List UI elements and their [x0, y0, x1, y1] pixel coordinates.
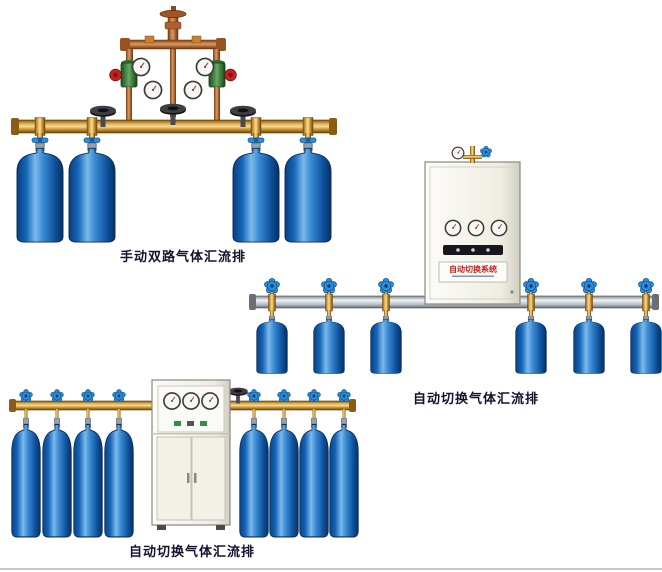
- gas-cylinder: [370, 316, 402, 374]
- gas-cylinder: [239, 418, 269, 538]
- cylinder-handwheel: [581, 277, 597, 294]
- cabinet-gauge: [201, 392, 219, 410]
- cabinet-foot: [216, 525, 225, 530]
- gas-cylinder: [630, 316, 662, 374]
- cylinder-handwheel: [523, 277, 539, 294]
- gas-cylinder-unit: [630, 277, 662, 374]
- cabinet-gauge: [467, 219, 485, 237]
- gas-cylinder: [68, 143, 116, 243]
- pressure-gauge: [451, 146, 465, 160]
- gas-cylinder-unit: [73, 389, 103, 538]
- panel-button: [200, 421, 207, 426]
- caption-auto-switch-wall: 自动切换气体汇流排: [412, 392, 539, 407]
- gas-cylinder: [329, 418, 359, 538]
- manual-dual-manifold-figure: [11, 6, 337, 243]
- pressure-regulator-left: [109, 60, 138, 122]
- indicator-light: [486, 248, 490, 252]
- cylinder-handwheel: [321, 277, 337, 294]
- cylinder-handwheel: [638, 277, 654, 294]
- door-handle: [187, 473, 190, 483]
- inlet-riser-pipe: [159, 6, 187, 117]
- auto-switch-floor-figure: [9, 379, 359, 538]
- panel-button: [187, 421, 194, 426]
- gas-cylinder-unit: [68, 133, 116, 243]
- gas-cylinder-unit: [370, 277, 402, 374]
- gas-cylinder-unit: [239, 389, 269, 538]
- caption-manual-dual-manifold: 手动双路气体汇流排: [119, 250, 246, 265]
- gas-cylinder: [573, 316, 605, 374]
- cabinet-gauge: [444, 219, 462, 237]
- cylinder-handwheel: [264, 277, 280, 294]
- indicator-light: [456, 248, 460, 252]
- gas-cylinder: [313, 316, 345, 374]
- gas-cylinder-unit: [329, 389, 359, 538]
- gas-cylinder: [515, 316, 547, 374]
- control-cabinet: [151, 379, 231, 530]
- cylinder-handwheel: [307, 389, 321, 403]
- gas-cylinder-unit: [11, 389, 41, 538]
- pressure-gauge: [131, 57, 151, 77]
- gas-cylinder: [299, 418, 329, 538]
- caption-auto-switch-floor: 自动切换气体汇流排: [128, 545, 255, 560]
- manifold-pipe-right: [227, 399, 356, 412]
- cylinder-handwheel: [378, 277, 394, 294]
- cylinder-handwheel: [112, 389, 126, 403]
- header-pipe: [120, 35, 226, 64]
- control-cabinet: 自动切换系统: [424, 161, 521, 305]
- gas-cylinder-unit: [573, 277, 605, 374]
- gas-cylinder-unit: [16, 133, 64, 243]
- cylinder-handwheel: [50, 389, 64, 403]
- gas-cylinder-unit: [284, 133, 332, 243]
- cabinet-label-plate: [438, 261, 508, 283]
- gas-cylinder-unit: [515, 277, 547, 374]
- gas-cylinder: [73, 418, 103, 538]
- cabinet-door-right: [191, 436, 226, 521]
- door-handle: [194, 473, 197, 483]
- cabinet-label-text: 自动切换系统: [449, 264, 497, 274]
- bottom-divider-line: [0, 568, 662, 570]
- cabinet-foot: [157, 525, 166, 530]
- inlet-flange: [159, 10, 187, 18]
- valve-handwheel: [480, 146, 492, 158]
- gas-cylinder-unit: [104, 389, 134, 538]
- pressure-gauge: [183, 80, 203, 100]
- door-lock: [510, 290, 514, 294]
- gas-cylinder: [16, 143, 64, 243]
- gas-cylinder-unit: [269, 389, 299, 538]
- gas-cylinder: [104, 418, 134, 538]
- gas-cylinder: [42, 418, 72, 538]
- panel-button: [174, 421, 181, 426]
- pressure-gauge: [195, 57, 215, 77]
- cylinder-handwheel: [81, 389, 95, 403]
- gas-cylinder-unit: [232, 133, 280, 243]
- main-manifold-pipe: [11, 117, 337, 136]
- cabinet-top-pipe: [451, 146, 492, 163]
- gas-cylinder: [269, 418, 299, 538]
- cabinet-gauge: [490, 219, 508, 237]
- auto-switch-wall-figure: 自动切换系统: [249, 146, 662, 374]
- gas-cylinder: [11, 418, 41, 538]
- cylinder-handwheel: [19, 389, 33, 403]
- indicator-light: [471, 248, 475, 252]
- pressure-gauge: [143, 80, 163, 100]
- cylinder-handwheel: [277, 389, 291, 403]
- gas-cylinder: [256, 316, 288, 374]
- cabinet-gauge: [182, 392, 200, 410]
- cabinet-gauge: [163, 392, 181, 410]
- cylinder-handwheel: [247, 389, 261, 403]
- gas-cylinder-unit: [299, 389, 329, 538]
- gas-cylinder-unit: [42, 389, 72, 538]
- gas-cylinder-unit: [256, 277, 288, 374]
- gas-cylinder-unit: [313, 277, 345, 374]
- cabinet-door-left: [156, 436, 192, 521]
